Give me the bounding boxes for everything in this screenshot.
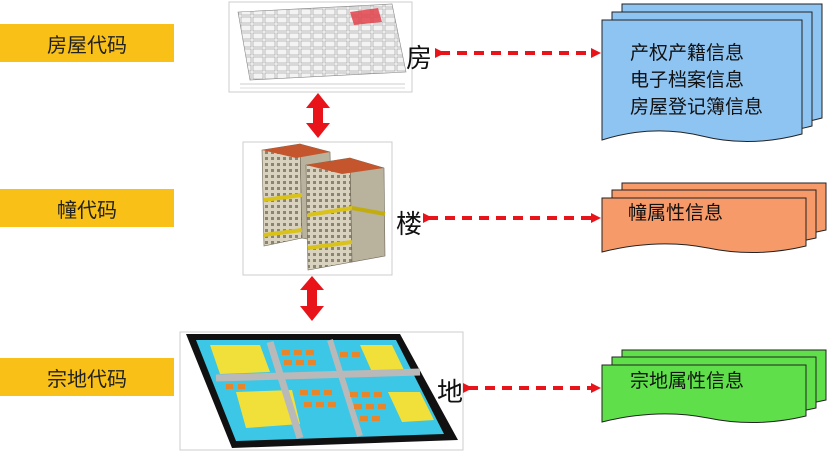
house-char: 房 (406, 44, 433, 74)
land-char: 地 (437, 378, 464, 408)
vertical-arrow-building-land (300, 276, 324, 321)
house-code-label: 房屋代码 (0, 24, 174, 62)
building-char: 楼 (396, 210, 423, 240)
land-info-line: 宗地属性信息 (630, 370, 745, 392)
building-image (242, 141, 393, 276)
building-info: 幢属性信息 (628, 200, 723, 227)
house-info-line: 房屋登记簿信息 (630, 96, 764, 118)
house-info-list: 产权产籍信息 电子档案信息 房屋登记簿信息 (630, 40, 763, 121)
building-info-line: 幢属性信息 (628, 202, 724, 224)
house-info-line: 产权产籍信息 (630, 42, 745, 64)
document-stack-building (601, 182, 827, 253)
building-code-label: 幢代码 (0, 189, 174, 227)
document-stack-house (601, 3, 823, 143)
vertical-arrow-house-building (306, 93, 330, 138)
land-code-label: 宗地代码 (0, 358, 174, 396)
parcel-map-image (179, 331, 464, 451)
land-info: 宗地属性信息 (630, 368, 744, 395)
document-stack-land (601, 349, 827, 423)
house-info-line: 电子档案信息 (630, 69, 745, 91)
floor-plan-image (228, 1, 413, 93)
